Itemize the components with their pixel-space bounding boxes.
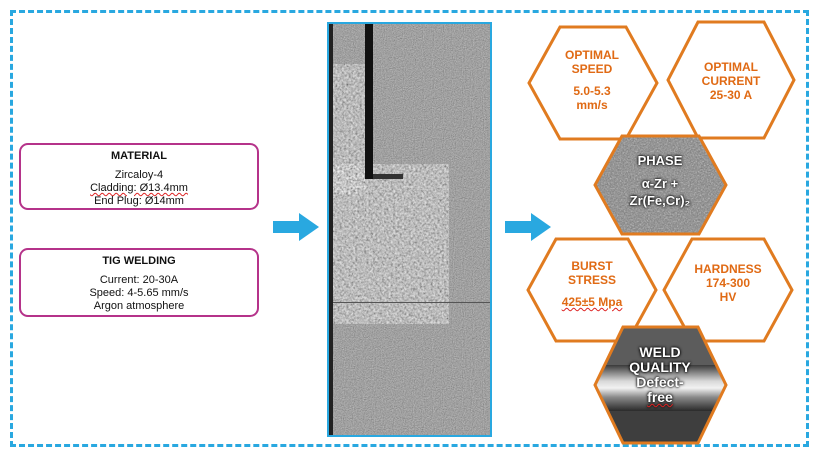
burst-label-2: STRESS bbox=[567, 273, 616, 287]
quality-value-2-text: free bbox=[647, 389, 673, 405]
material-alloy: Zircaloy-4 bbox=[114, 169, 164, 181]
phase-line-1: α-Zr + bbox=[641, 176, 679, 191]
speed-label-1: OPTIMAL bbox=[565, 48, 619, 62]
burst-value-text: 425±5 Mpa bbox=[561, 295, 623, 309]
hexagon-hardness bbox=[662, 237, 794, 343]
material-title: MATERIAL bbox=[110, 150, 167, 162]
speed-label-2: SPEED bbox=[571, 62, 613, 76]
hardness-label: HARDNESS bbox=[694, 262, 762, 276]
burst-label-1: BURST bbox=[571, 259, 613, 273]
material-cladding: Cladding: Ø13.4mm bbox=[21, 182, 257, 195]
dashed-frame bbox=[10, 10, 809, 447]
phase-line-2: Zr(Fe,Cr)₂ bbox=[629, 193, 691, 208]
phase-text: PHASE α-Zr + Zr(Fe,Cr)₂ bbox=[610, 152, 710, 209]
hexagon-optimal-current bbox=[666, 20, 796, 140]
optimal-speed-text: OPTIMAL SPEED 5.0-5.3 mm/s bbox=[542, 48, 642, 112]
cladding-text: Cladding: Ø13.4mm bbox=[90, 182, 188, 194]
tig-current: Current: 20-30A bbox=[99, 274, 179, 286]
current-value: 25-30 A bbox=[709, 88, 753, 102]
tig-title: TIG WELDING bbox=[102, 255, 176, 267]
current-label-1: OPTIMAL bbox=[704, 60, 758, 74]
arrow-right-icon bbox=[273, 213, 319, 241]
weld-quality-text: WELD QUALITY Defect- free bbox=[610, 345, 710, 405]
speed-unit: mm/s bbox=[576, 98, 608, 112]
burst-value: 425±5 Mpa bbox=[542, 295, 642, 309]
material-end-plug: End Plug: Ø14mm bbox=[94, 195, 184, 207]
weld-micrograph-image bbox=[327, 22, 492, 437]
phase-label: PHASE bbox=[637, 153, 683, 168]
hardness-text: HARDNESS 174-300 HV bbox=[678, 262, 778, 304]
quality-label-2: QUALITY bbox=[629, 359, 691, 375]
quality-value-1: Defect- bbox=[636, 374, 684, 390]
material-box: MATERIAL Zircaloy-4 Cladding: Ø13.4mm En… bbox=[19, 143, 259, 210]
tig-welding-box: TIG WELDING Current: 20-30A Speed: 4-5.6… bbox=[19, 248, 259, 317]
optimal-current-text: OPTIMAL CURRENT 25-30 A bbox=[681, 60, 781, 102]
tig-speed: Speed: 4-5.65 mm/s bbox=[89, 287, 189, 299]
hexagon-phase bbox=[593, 134, 728, 236]
burst-stress-text: BURST STRESS 425±5 Mpa bbox=[542, 259, 642, 309]
quality-label-1: WELD bbox=[639, 344, 681, 360]
tig-atmosphere: Argon atmosphere bbox=[93, 300, 185, 312]
current-label-2: CURRENT bbox=[701, 74, 761, 88]
hexagon-weld-quality bbox=[593, 325, 728, 445]
arrow-right-icon bbox=[505, 213, 551, 241]
hardness-unit: HV bbox=[719, 290, 737, 304]
quality-value-2: free bbox=[610, 390, 710, 405]
speed-value: 5.0-5.3 bbox=[573, 84, 611, 98]
hardness-value: 174-300 bbox=[705, 276, 751, 290]
